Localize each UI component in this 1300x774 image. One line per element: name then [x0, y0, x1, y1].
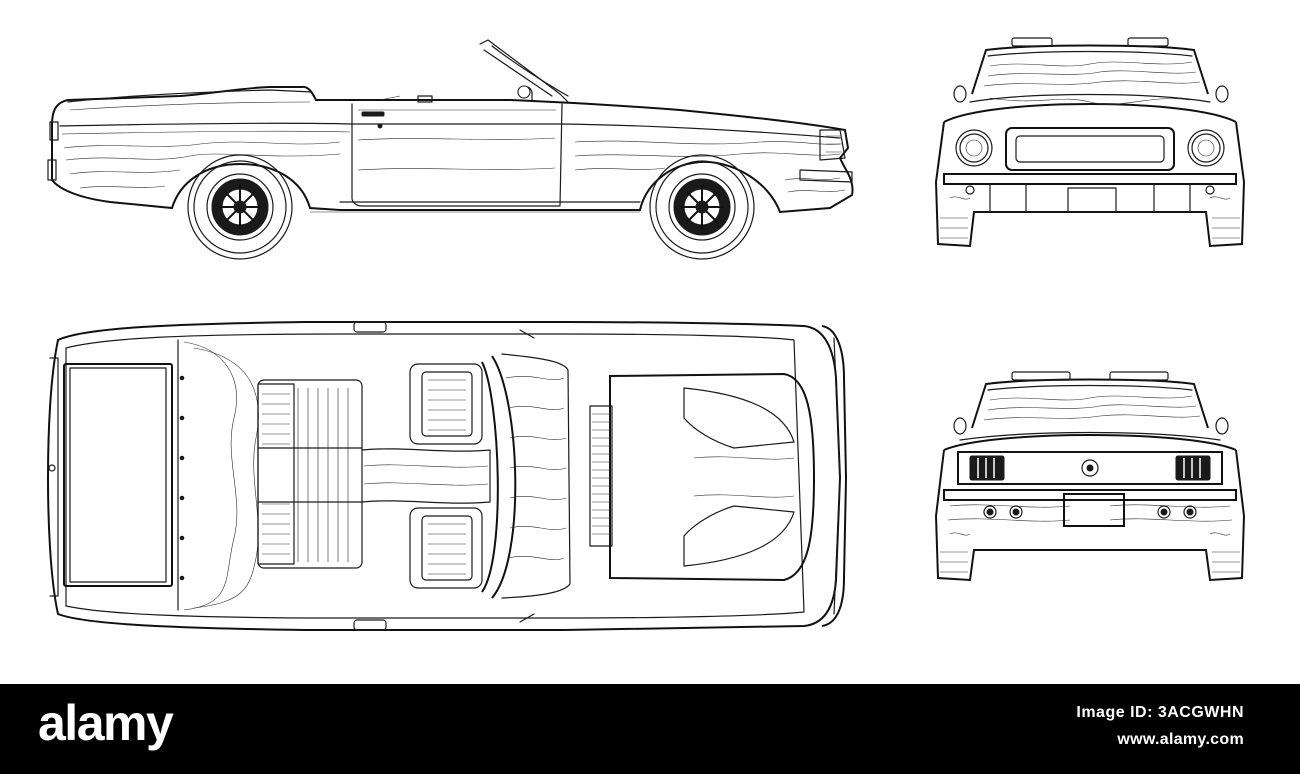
alamy-logo: alamy	[38, 695, 174, 751]
image-id-label: Image ID: 3ACGWHN	[1076, 704, 1244, 721]
front-wheel	[650, 155, 754, 259]
taillight-left	[970, 456, 1004, 480]
car-top-view	[44, 318, 864, 636]
headlight-left	[956, 130, 992, 166]
taillight-right	[1176, 456, 1210, 480]
front-seat-right	[410, 508, 482, 588]
rear-wheel	[188, 155, 292, 259]
rear-seat	[258, 380, 362, 568]
site-url: www.alamy.com	[1117, 731, 1244, 748]
front-seat-left	[410, 364, 482, 444]
headlight-right	[1188, 130, 1224, 166]
watermark-footer: alamy Image ID: 3ACGWHN www.alamy.com	[0, 684, 1300, 774]
car-side-view	[40, 30, 870, 260]
car-front-view	[930, 32, 1250, 257]
car-rear-view	[930, 366, 1250, 591]
